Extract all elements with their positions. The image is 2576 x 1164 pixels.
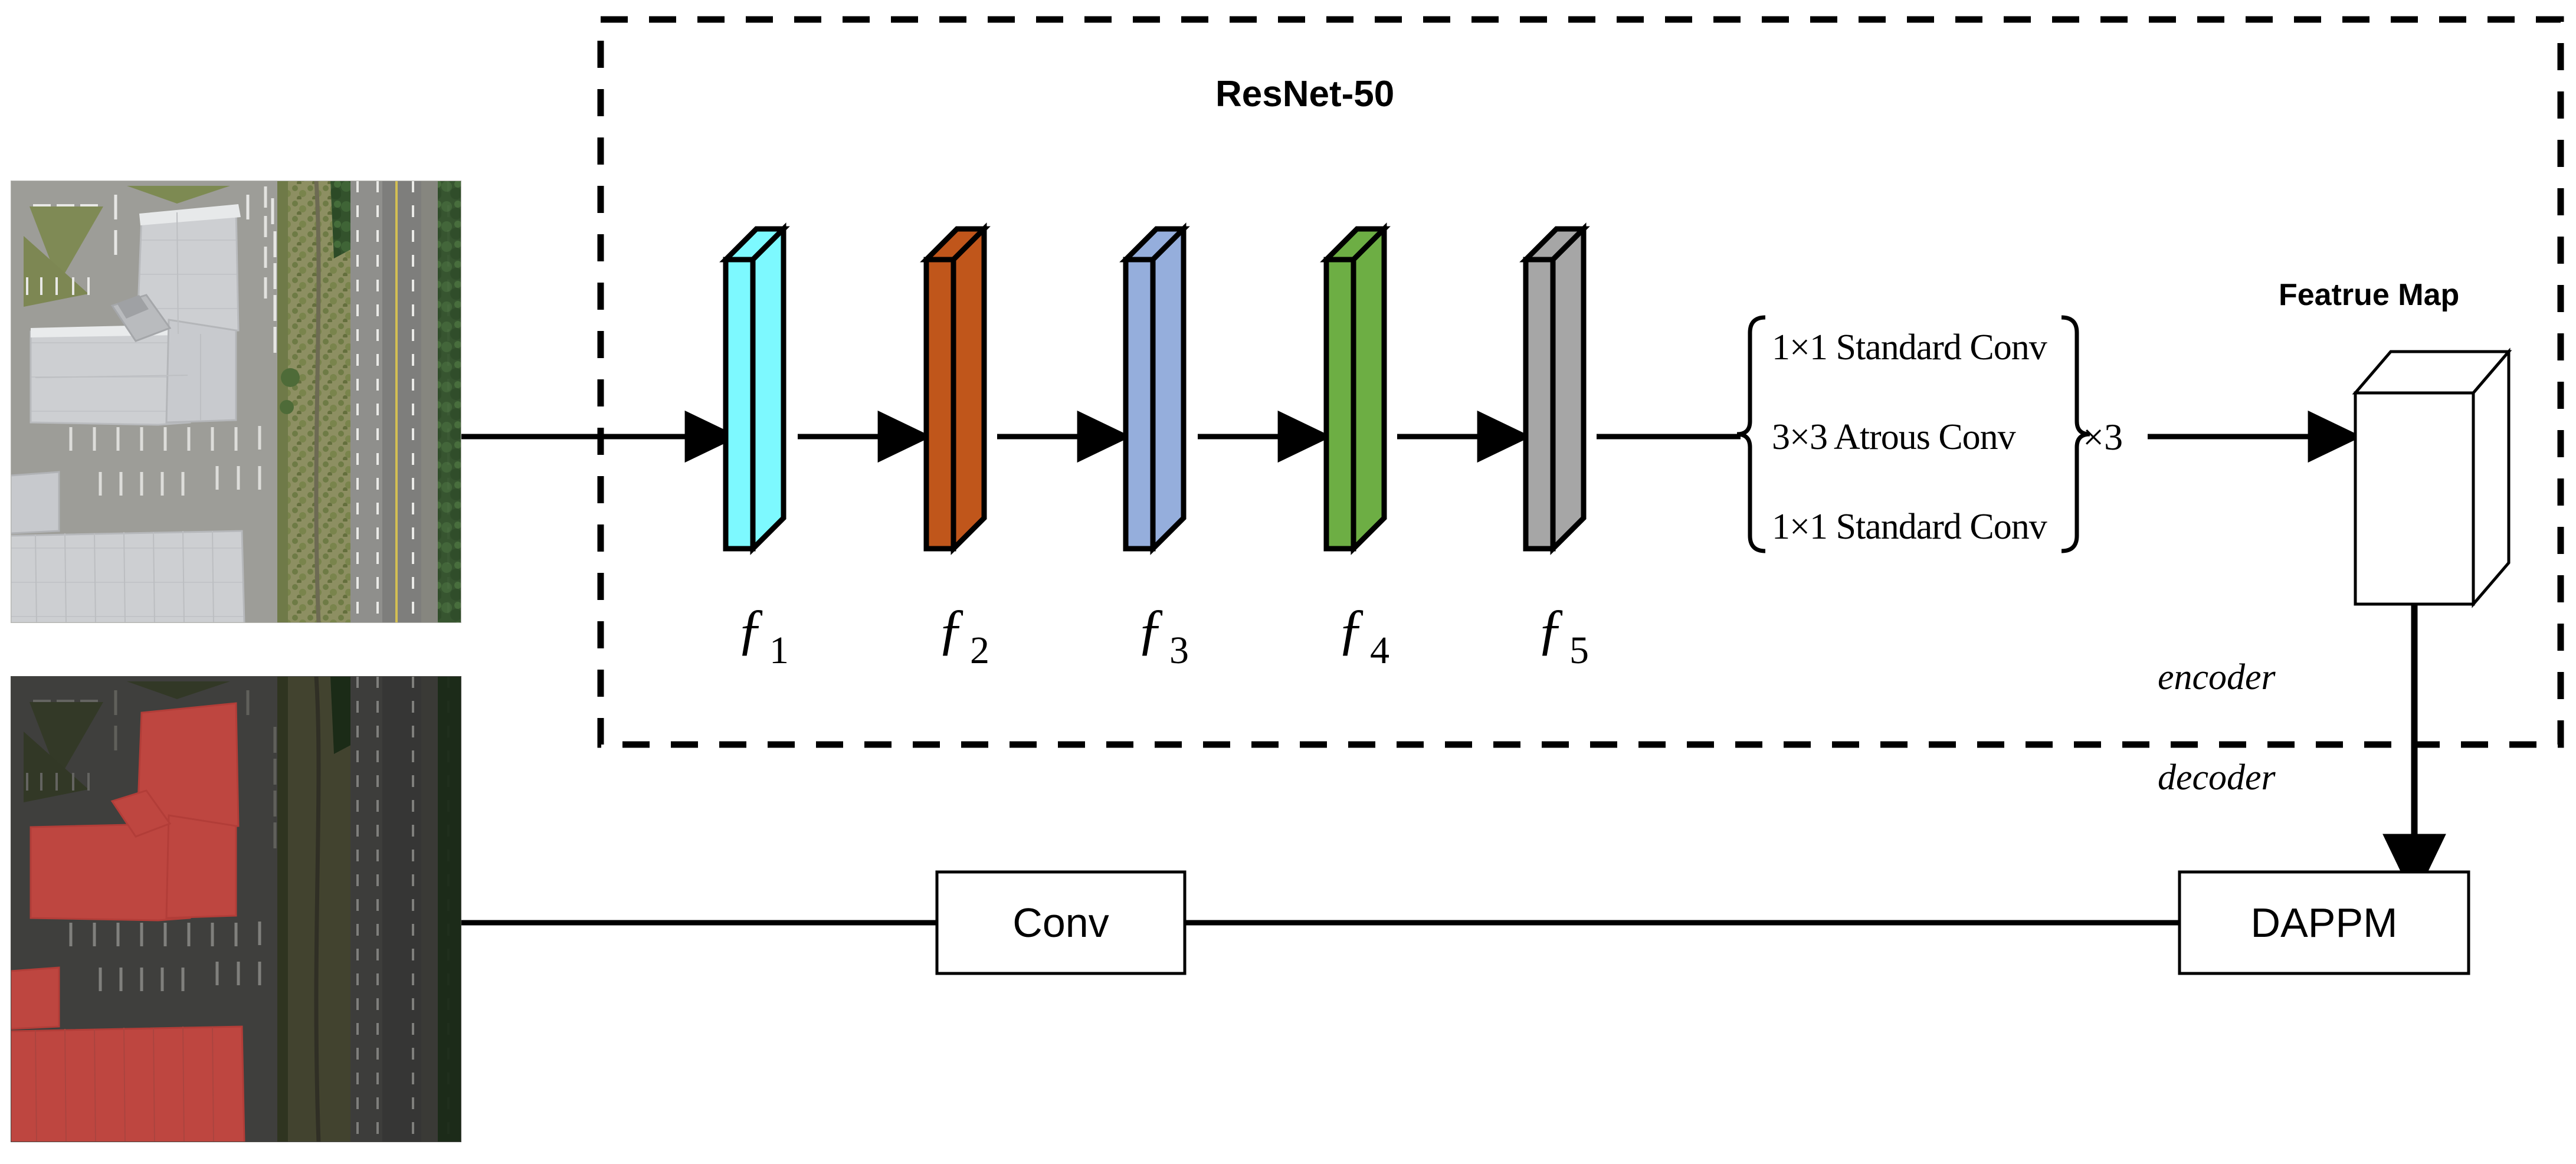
feature-map-cube — [2352, 347, 2512, 608]
brace-right — [2061, 315, 2090, 553]
aspp-line-3: 1×1 Standard Conv — [1772, 507, 2047, 547]
stage-label-f2-subscript: 2 — [970, 629, 989, 672]
stage-label-f1-symbol: ƒ — [736, 597, 765, 660]
input-aerial-image — [11, 181, 461, 623]
stage-label-f4-symbol: ƒ — [1337, 597, 1365, 660]
aspp-line-2: 3×3 Atrous Conv — [1772, 417, 2016, 457]
aspp-brace — [1736, 315, 2090, 553]
encoder-dashed-boundary — [597, 16, 2564, 748]
conv-block-f3 — [1119, 222, 1190, 555]
stage-label-f5-subscript: 5 — [1569, 629, 1589, 672]
stage-label-f5-symbol: ƒ — [1536, 597, 1565, 660]
dappm-box-label: DAPPM — [2250, 900, 2398, 946]
conv-block-f2 — [920, 222, 991, 555]
conv-block-f1 — [719, 222, 790, 555]
stage-label-f1-subscript: 1 — [769, 629, 789, 672]
conv-block-f5 — [1519, 222, 1590, 555]
aspp-multiplier: ×3 — [2083, 416, 2123, 458]
label-mask-image — [11, 676, 461, 1142]
feature-map-label: Featrue Map — [2279, 278, 2460, 312]
encoder-title: ResNet-50 — [1215, 74, 1395, 114]
encoder-label: encoder — [2158, 657, 2276, 697]
stage-label-f2-symbol: ƒ — [937, 597, 965, 660]
stage-label-f3-subscript: 3 — [1169, 629, 1189, 672]
conv-block-f4 — [1320, 222, 1391, 555]
dappm-box — [2178, 870, 2470, 975]
conv-box-label: Conv — [1012, 900, 1109, 946]
decoder-label: decoder — [2158, 758, 2276, 798]
conv-box — [935, 870, 1187, 975]
aspp-line-1: 1×1 Standard Conv — [1772, 327, 2047, 368]
stage-label-f4-subscript: 4 — [1370, 629, 1389, 672]
brace-left — [1736, 315, 1766, 553]
stage-label-f3-symbol: ƒ — [1136, 597, 1165, 660]
